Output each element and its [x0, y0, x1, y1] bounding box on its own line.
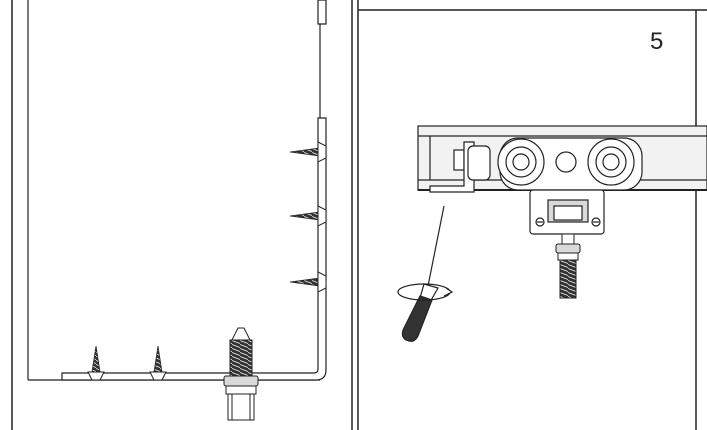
wall-screw-icon [289, 205, 327, 227]
wall-screw-icon [289, 141, 327, 163]
screwdriver-icon [401, 205, 445, 342]
rotation-arrow-icon [397, 283, 454, 301]
right-panel-frame [357, 0, 707, 430]
carriage-axle-icon [555, 151, 577, 173]
wall-screw-icon [289, 271, 327, 293]
floor-screw-icon [149, 345, 167, 381]
hanger-bolt-icon [223, 327, 259, 421]
step-number: 5 [650, 28, 664, 55]
cabinet-wall [27, 0, 321, 381]
adjustment-bolt-icon [555, 233, 581, 299]
roller-wheel-icon [587, 138, 635, 186]
track-end-stop [429, 141, 491, 193]
left-panel-frame [11, 0, 353, 430]
roller-wheel-icon [497, 138, 545, 186]
floor-screw-icon [87, 345, 105, 381]
l-bracket [61, 0, 327, 381]
